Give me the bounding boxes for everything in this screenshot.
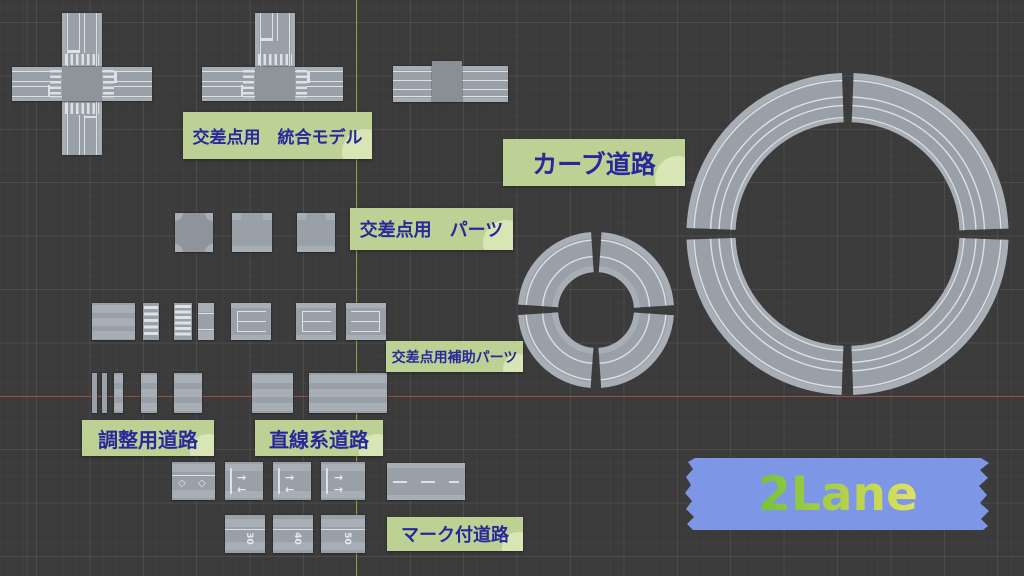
arrow-mark: ← <box>285 483 295 496</box>
adjust-strip[interactable] <box>174 373 202 413</box>
marked-road-dashed[interactable] <box>387 463 465 500</box>
large-ring <box>686 73 1009 395</box>
label-straight-text: 直線系道路 <box>269 427 369 452</box>
label-parts-text: 交差点用 パーツ <box>359 220 504 241</box>
straight-road[interactable] <box>252 373 293 413</box>
label-parts: 交差点用 パーツ <box>350 208 513 250</box>
adjust-strip[interactable] <box>114 373 123 413</box>
crosswalk <box>103 70 114 98</box>
aux-part[interactable] <box>92 303 135 340</box>
banner-text: 2Lane <box>758 466 918 522</box>
arrow-mark: → <box>334 483 344 496</box>
label-integrated-text: 交差点用 統合モデル <box>192 128 363 148</box>
marked-road-arrows[interactable]: → ← <box>273 462 311 500</box>
intersection-part-square[interactable] <box>175 213 213 252</box>
arrow-mark: → <box>334 471 344 484</box>
aux-part-crosswalk[interactable] <box>143 303 159 340</box>
label-integrated: 交差点用 統合モデル <box>183 112 372 159</box>
axis-y-green <box>356 0 358 576</box>
label-marked-text: マーク付道路 <box>401 525 509 546</box>
label-straight: 直線系道路 <box>255 420 383 456</box>
aux-part-crosswalk[interactable] <box>174 303 192 340</box>
crosswalk <box>258 54 292 65</box>
aux-part-frame[interactable] <box>296 303 336 340</box>
intersection-part-square[interactable] <box>232 213 272 252</box>
adjust-strip[interactable] <box>102 373 107 413</box>
marked-road-speed[interactable]: 40 <box>273 515 313 553</box>
crosswalk <box>65 54 99 65</box>
stub-road-piece[interactable] <box>393 61 508 102</box>
arrow-mark: ← <box>237 483 247 496</box>
adjust-strip[interactable] <box>141 373 157 413</box>
label-aux-text: 交差点用補助パーツ <box>391 349 518 366</box>
diamond-mark: ◇ <box>198 478 206 489</box>
small-ring <box>518 232 674 388</box>
adjust-strip[interactable] <box>92 373 97 413</box>
label-curve: カーブ道路 <box>503 139 685 186</box>
cross-center <box>62 67 102 101</box>
tape-background <box>685 458 989 530</box>
label-curve-text: カーブ道路 <box>532 149 656 179</box>
straight-road-long[interactable] <box>309 373 387 413</box>
t-intersection[interactable] <box>202 13 343 101</box>
label-aux: 交差点用補助パーツ <box>386 341 523 372</box>
banner-2lane: 2Lane <box>683 458 993 530</box>
aux-part-frame[interactable] <box>346 303 386 340</box>
label-adjust-text: 調整用道路 <box>98 427 198 452</box>
crosswalk <box>65 103 99 114</box>
t-center <box>255 67 295 101</box>
aux-part[interactable] <box>198 303 214 340</box>
marked-road-speed[interactable]: 50 <box>321 515 365 553</box>
aux-part-frame[interactable] <box>231 303 271 340</box>
marked-road-diamond[interactable]: ◇ ◇ <box>172 462 215 500</box>
diamond-mark: ◇ <box>178 478 186 489</box>
cross-intersection[interactable] <box>12 13 152 155</box>
marked-road-arrows[interactable]: → → <box>321 462 365 500</box>
axis-x-red <box>0 396 1024 398</box>
label-adjust: 調整用道路 <box>82 420 214 456</box>
crosswalk <box>243 70 254 98</box>
label-marked: マーク付道路 <box>387 517 523 551</box>
crosswalk <box>296 70 307 98</box>
intersection-part-square[interactable] <box>297 213 335 252</box>
arrow-mark: → <box>237 471 247 484</box>
marked-road-speed[interactable]: 30 <box>225 515 265 553</box>
marked-road-arrows[interactable]: → ← <box>225 462 263 500</box>
crosswalk <box>50 70 61 98</box>
arrow-mark: → <box>285 471 295 484</box>
stub-connector <box>432 61 462 102</box>
